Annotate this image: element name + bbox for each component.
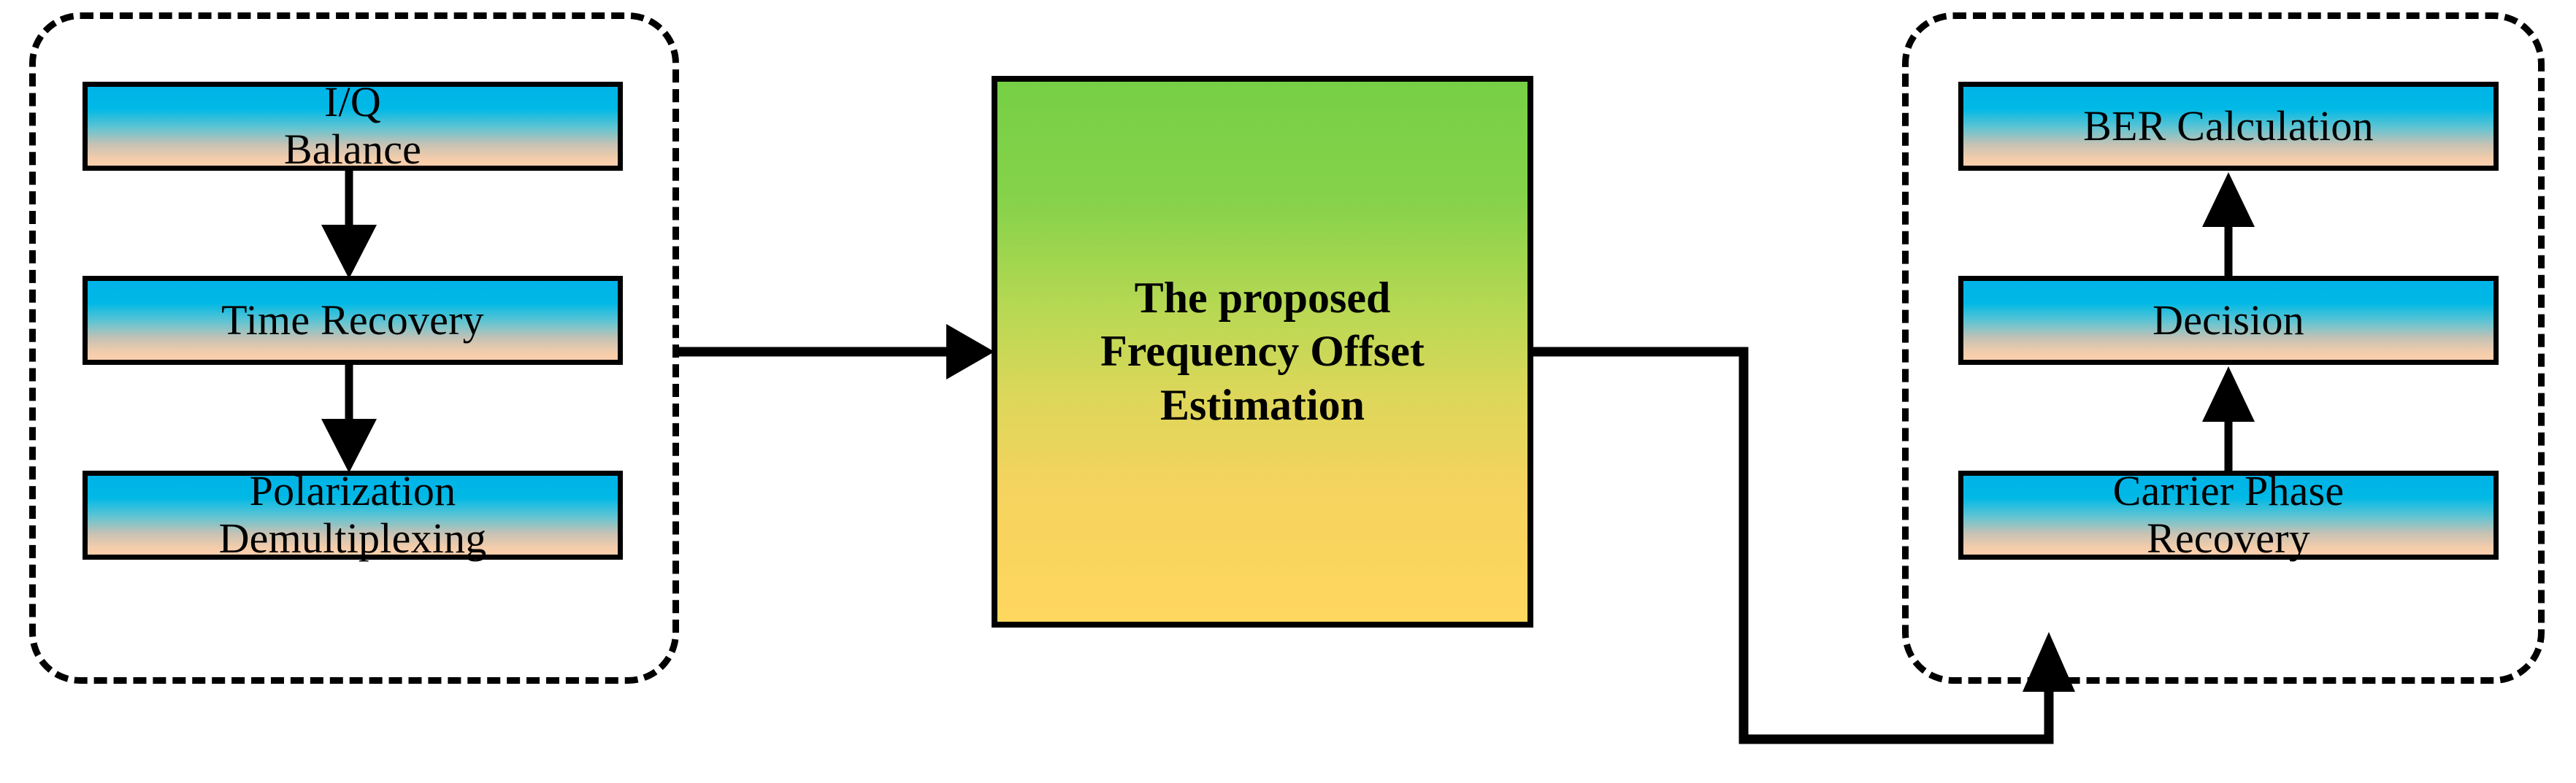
block-carrier-phase-recovery[interactable]: Carrier Phase Recovery (1958, 467, 2499, 562)
block-polarization-demultiplexing[interactable]: Polarization Demultiplexing (83, 467, 623, 562)
block-ber-calculation-label: BER Calculation (2083, 101, 2374, 150)
block-time-recovery-label: Time Recovery (221, 296, 484, 344)
block-time-recovery[interactable]: Time Recovery (83, 276, 623, 365)
block-proposed-frequency-offset-estimation[interactable]: The proposed Frequency Offset Estimation (992, 76, 1533, 628)
block-decision-label: Decision (2153, 296, 2304, 344)
block-decision[interactable]: Decision (1958, 276, 2499, 365)
block-center-label: The proposed Frequency Offset Estimation (1100, 274, 1425, 429)
block-iq-balance-label: I/Q Balance (283, 78, 422, 173)
arrow-left-group-to-center (673, 324, 994, 379)
block-iq-balance[interactable]: I/Q Balance (83, 78, 623, 173)
block-ber-calculation[interactable]: BER Calculation (1958, 82, 2499, 171)
block-polarization-demultiplexing-label: Polarization Demultiplexing (218, 467, 487, 562)
block-carrier-phase-recovery-label: Carrier Phase Recovery (2112, 467, 2345, 562)
